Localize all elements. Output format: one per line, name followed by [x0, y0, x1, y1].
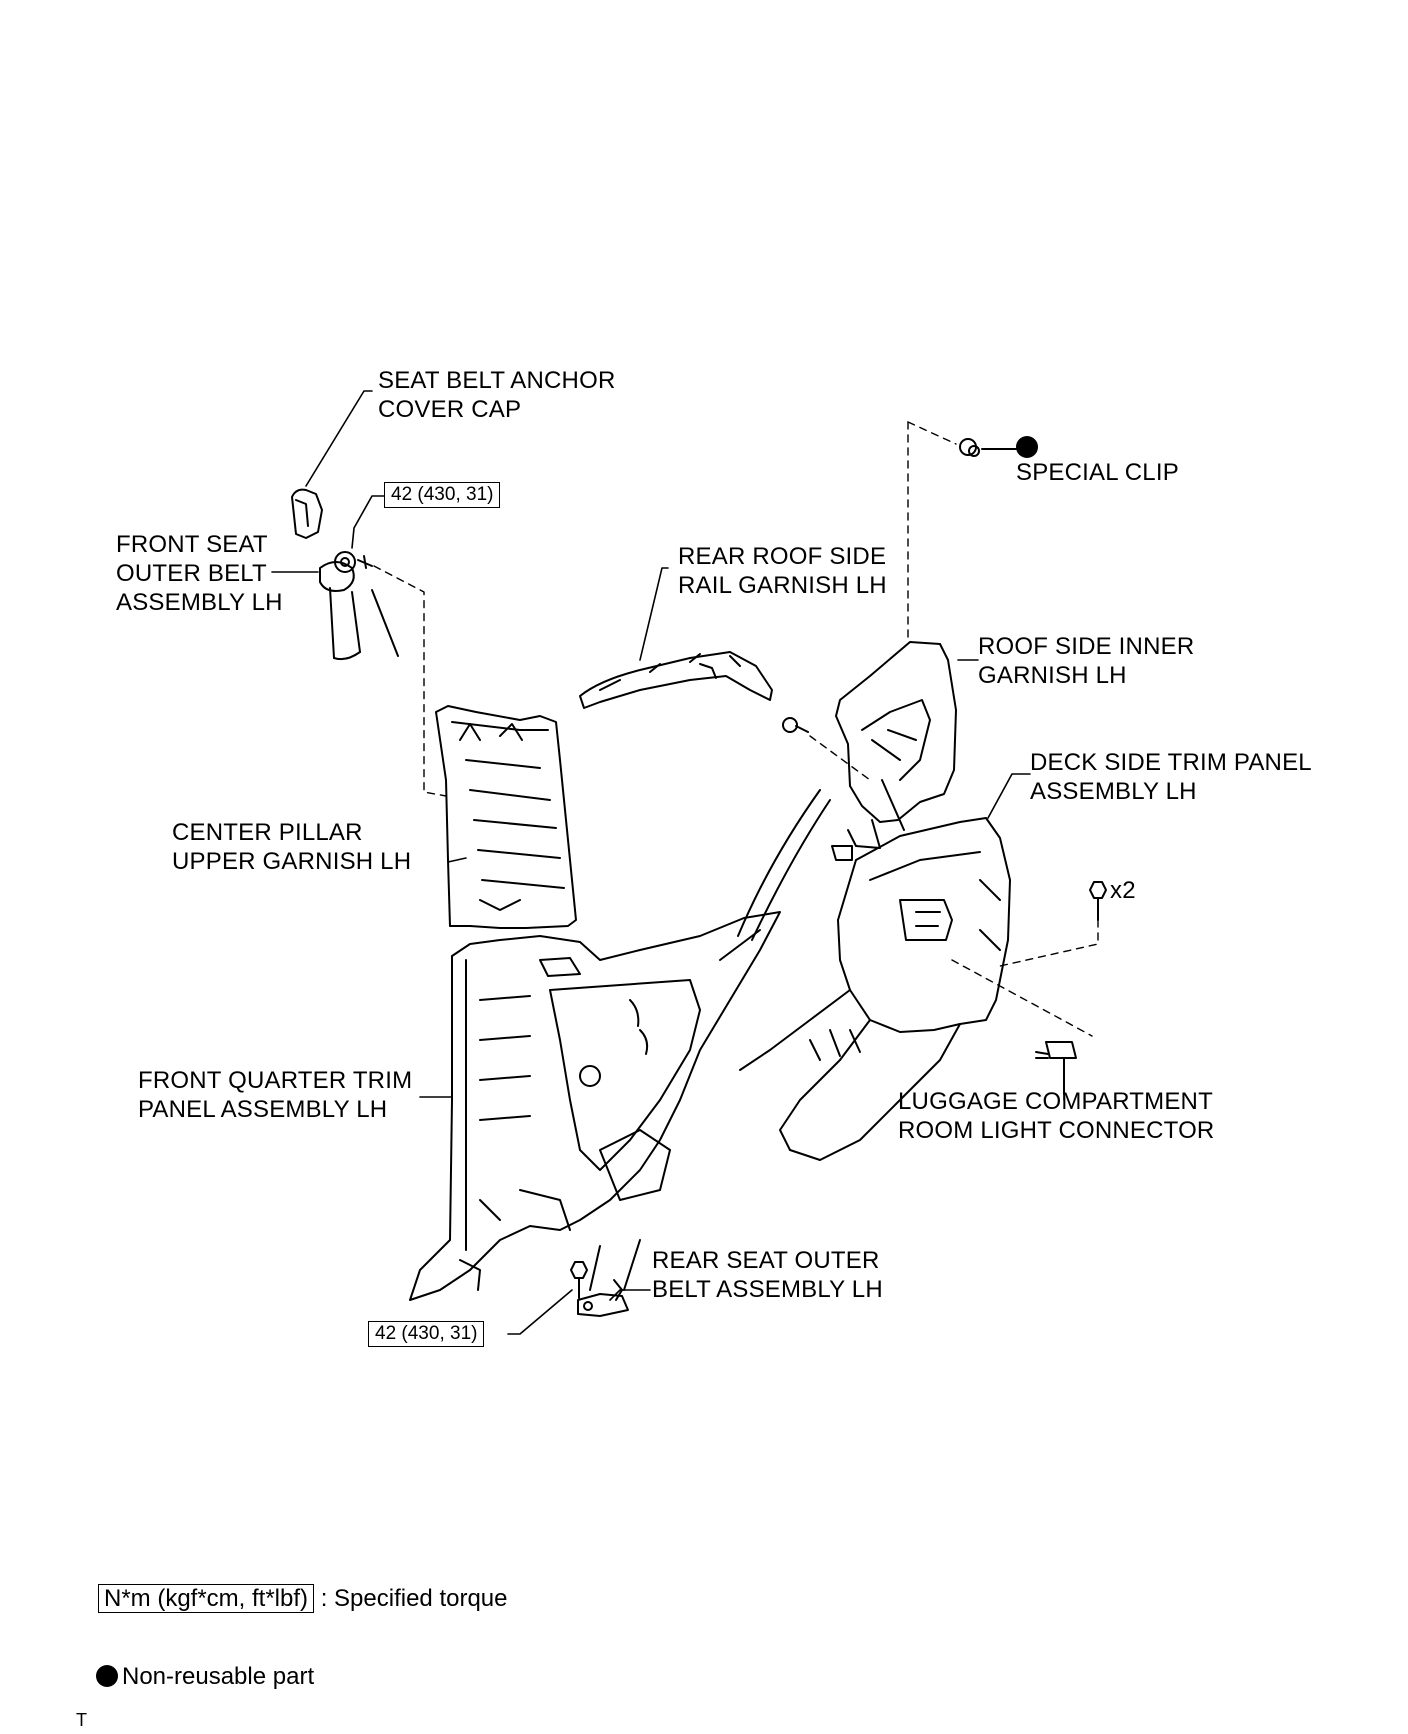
label-front-seat-outer-belt: FRONT SEAT OUTER BELT ASSEMBLY LH [116, 531, 283, 616]
leader-lines [271, 390, 1065, 1335]
special-clip-part [959, 438, 1019, 457]
corner-mark: T [76, 1710, 87, 1730]
label-front-quarter-trim-panel: FRONT QUARTER TRIM PANEL ASSEMBLY LH [138, 1067, 413, 1123]
cover-cap-part [291, 488, 323, 539]
torque-box-rear-anchor: 42 (430, 31) [368, 1321, 485, 1347]
label-special-clip: SPECIAL CLIP [1016, 436, 1179, 487]
legend-torque: N*m (kgf*cm, ft*lbf) : Specified torque [98, 1584, 508, 1614]
rear-anchor-bolt-part [570, 1261, 588, 1299]
screw-part [782, 717, 809, 733]
rear-seat-belt-part [577, 1239, 641, 1317]
label-center-pillar-upper-garnish: CENTER PILLAR UPPER GARNISH LH [172, 819, 412, 875]
center-pillar-garnish-part [435, 705, 577, 929]
assembly-lines [373, 421, 1099, 1037]
label-deck-side-trim-panel: DECK SIDE TRIM PANEL ASSEMBLY LH [1030, 749, 1312, 805]
deck-side-trim-panel-part [739, 817, 1011, 1161]
deck-bolt-part [1089, 881, 1107, 921]
room-light-connector-part [1035, 1041, 1077, 1095]
label-luggage-compartment-connector: LUGGAGE COMPARTMENT ROOM LIGHT CONNECTOR [898, 1088, 1215, 1144]
legend-non-reusable-text: Non-reusable part [122, 1663, 315, 1690]
non-reusable-icon [1016, 436, 1038, 458]
legend-non-reusable: Non-reusable part [96, 1662, 314, 1692]
label-roof-side-inner-garnish: ROOF SIDE INNER GARNISH LH [978, 633, 1195, 689]
label-rear-seat-outer-belt: REAR SEAT OUTER BELT ASSEMBLY LH [652, 1247, 883, 1303]
front-seat-belt-part [319, 551, 399, 661]
torque-box-front-anchor: 42 (430, 31) [384, 482, 501, 508]
label-seat-belt-anchor-cover-cap: SEAT BELT ANCHOR COVER CAP [378, 367, 616, 423]
rear-roof-rail-garnish-part [579, 651, 773, 709]
front-quarter-trim-panel-part [409, 911, 781, 1301]
filled-circle-icon [96, 1665, 118, 1687]
legend-torque-text: : Specified torque [320, 1585, 508, 1612]
roof-side-inner-garnish-part [831, 641, 957, 861]
label-rear-roof-side-rail-garnish: REAR ROOF SIDE RAIL GARNISH LH [678, 543, 887, 599]
legend-torque-unit-box: N*m (kgf*cm, ft*lbf) [98, 1584, 315, 1613]
label-bolt-quantity: x2 [1110, 877, 1136, 904]
